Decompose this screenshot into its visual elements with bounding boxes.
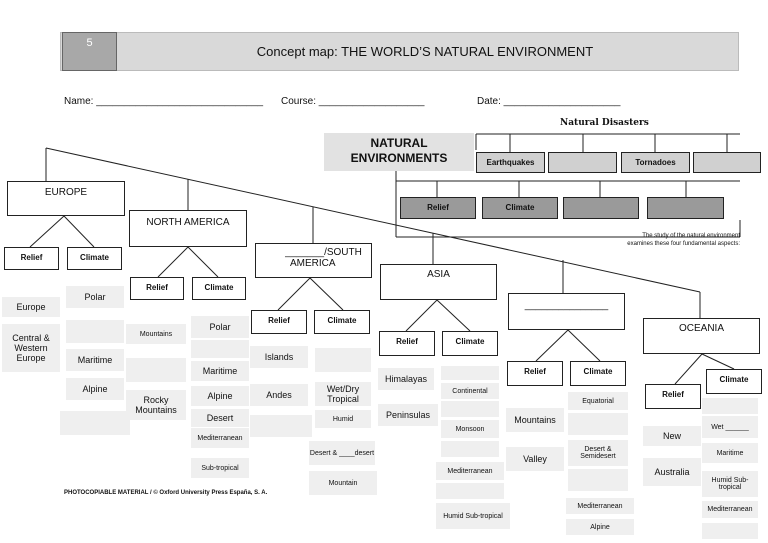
disaster-box-3: Tornadoes [621,152,690,173]
asia-relief-item: Himalayas [378,368,434,390]
north-america-relief-item: Mountains [126,324,186,344]
south-america-name-line-2: AMERICA [290,258,336,269]
south-america-relief-tag: Relief [251,310,307,334]
unnamed-region-climate-tag: Climate [570,361,626,386]
course-field[interactable]: Course: ___________________ [281,96,425,107]
north-america-climate-item: Desert [191,409,249,427]
aspect-box-relief: Relief [400,197,476,219]
south-america-climate-tag: Climate [314,310,370,334]
north-america-climate-item: Polar [191,316,249,338]
unnamed-region-relief-tag: Relief [507,361,563,386]
asia-relief-tag: Relief [379,331,435,356]
oceania-relief-item: New [643,426,701,446]
north-america-relief-tag: Relief [130,277,184,300]
aspect-box-climate: Climate [482,197,558,219]
north-america-relief-item[interactable] [126,358,186,382]
asia-climate-item[interactable] [436,483,504,499]
south-america-climate-item[interactable]: Desert & ____desert [309,441,375,465]
unnamed-region-climate-item: Desert & Semidesert [568,440,628,466]
oceania-climate-item[interactable]: Wet ______ [702,416,758,438]
asia-climate-item: Monsoon [441,420,499,438]
unnamed-region-relief-item: Mountains [506,408,564,432]
europe-climate-item: Alpine [66,378,124,400]
north-america-climate-item: Sub-tropical [191,458,249,478]
page-title: Concept map: THE WORLD’S NATURAL ENVIRON… [256,44,594,59]
region-south-america: _______/SOUTH AMERICA [255,243,372,278]
south-america-relief-item: Islands [250,346,308,368]
north-america-climate-item: Mediterranean [191,428,249,448]
asia-climate-item: Continental [441,383,499,399]
europe-climate-item: Maritime [66,349,124,371]
oceania-climate-item: Maritime [702,443,758,463]
aspect-box-4[interactable] [647,197,724,219]
region-north-america: NORTH AMERICA [129,210,247,247]
region-oceania: OCEANIA [643,318,760,354]
north-america-relief-item: Rocky Mountains [126,390,186,420]
oceania-climate-tag: Climate [706,369,762,394]
asia-climate-item: Mediterranean [436,462,504,480]
asia-climate-item: Humid Sub-tropical [436,503,510,529]
natural-environments-title: NATURAL ENVIRONMENTS [324,133,474,171]
footer-copyright: PHOTOCOPIABLE MATERIAL / © Oxford Univer… [64,490,268,496]
unnamed-region-climate-item[interactable] [568,413,628,435]
oceania-climate-item: Humid Sub-tropical [702,471,758,497]
north-america-climate-item[interactable] [191,340,249,358]
aspect-box-3[interactable] [563,197,639,219]
unnamed-region-climate-item[interactable] [568,469,628,491]
south-america-climate-item: Humid [315,410,371,428]
unnamed-region-climate-item: Equatorial [568,392,628,410]
europe-relief-tag: Relief [4,247,59,270]
disaster-box-4[interactable] [693,152,761,173]
disaster-box-1: Earthquakes [476,152,545,173]
europe-climate-item[interactable] [60,411,130,435]
oceania-relief-item: Australia [643,458,701,486]
north-america-climate-item: Maritime [191,361,249,381]
europe-relief-item: Central & Western Europe [2,324,60,372]
aspects-note-line-2: examines these four fundamental aspects: [627,241,740,247]
aspects-note: The study of the natural environment exa… [590,232,740,248]
europe-climate-item: Polar [66,286,124,308]
south-america-name-line-1[interactable]: _______/SOUTH [285,247,362,258]
disaster-box-2[interactable] [548,152,617,173]
page-number-badge: 5 [62,32,117,71]
south-america-climate-item: Mountain [309,471,377,495]
natural-environments-line-2: ENVIRONMENTS [350,151,448,165]
asia-climate-tag: Climate [442,331,498,356]
north-america-climate-item: Alpine [191,386,249,406]
region-asia: ASIA [380,264,497,300]
south-america-climate-item[interactable] [315,348,371,372]
date-field[interactable]: Date: _____________________ [477,96,621,107]
unnamed-region-relief-item: Valley [506,447,564,471]
europe-climate-item[interactable] [66,320,124,343]
unnamed-region-climate-item: Alpine [566,519,634,535]
natural-environments-line-1: NATURAL [370,136,428,150]
europe-climate-tag: Climate [67,247,122,270]
unnamed-region-climate-item: Mediterranean [566,498,634,514]
oceania-climate-item[interactable] [702,523,758,539]
south-america-relief-item[interactable] [250,415,312,437]
oceania-relief-tag: Relief [645,384,701,409]
asia-climate-item[interactable] [441,366,499,380]
oceania-climate-item: Mediterranean [702,501,758,518]
oceania-climate-item[interactable] [702,398,758,414]
asia-climate-item[interactable] [441,441,499,457]
north-america-climate-tag: Climate [192,277,246,300]
header-bar [60,32,739,71]
region-europe: EUROPE [7,181,125,216]
region-unnamed[interactable]: _______________ [508,293,625,330]
asia-relief-item: Peninsulas [378,404,438,426]
asia-climate-item[interactable] [441,401,499,417]
south-america-climate-item: Wet/Dry Tropical [315,382,371,406]
name-field[interactable]: Name: ______________________________ [64,96,264,107]
aspects-note-line-1: The study of the natural environment [642,233,740,239]
europe-relief-item: Europe [2,297,60,317]
south-america-relief-item: Andes [250,384,308,406]
natural-disasters-label: Natural Disasters [560,118,649,128]
